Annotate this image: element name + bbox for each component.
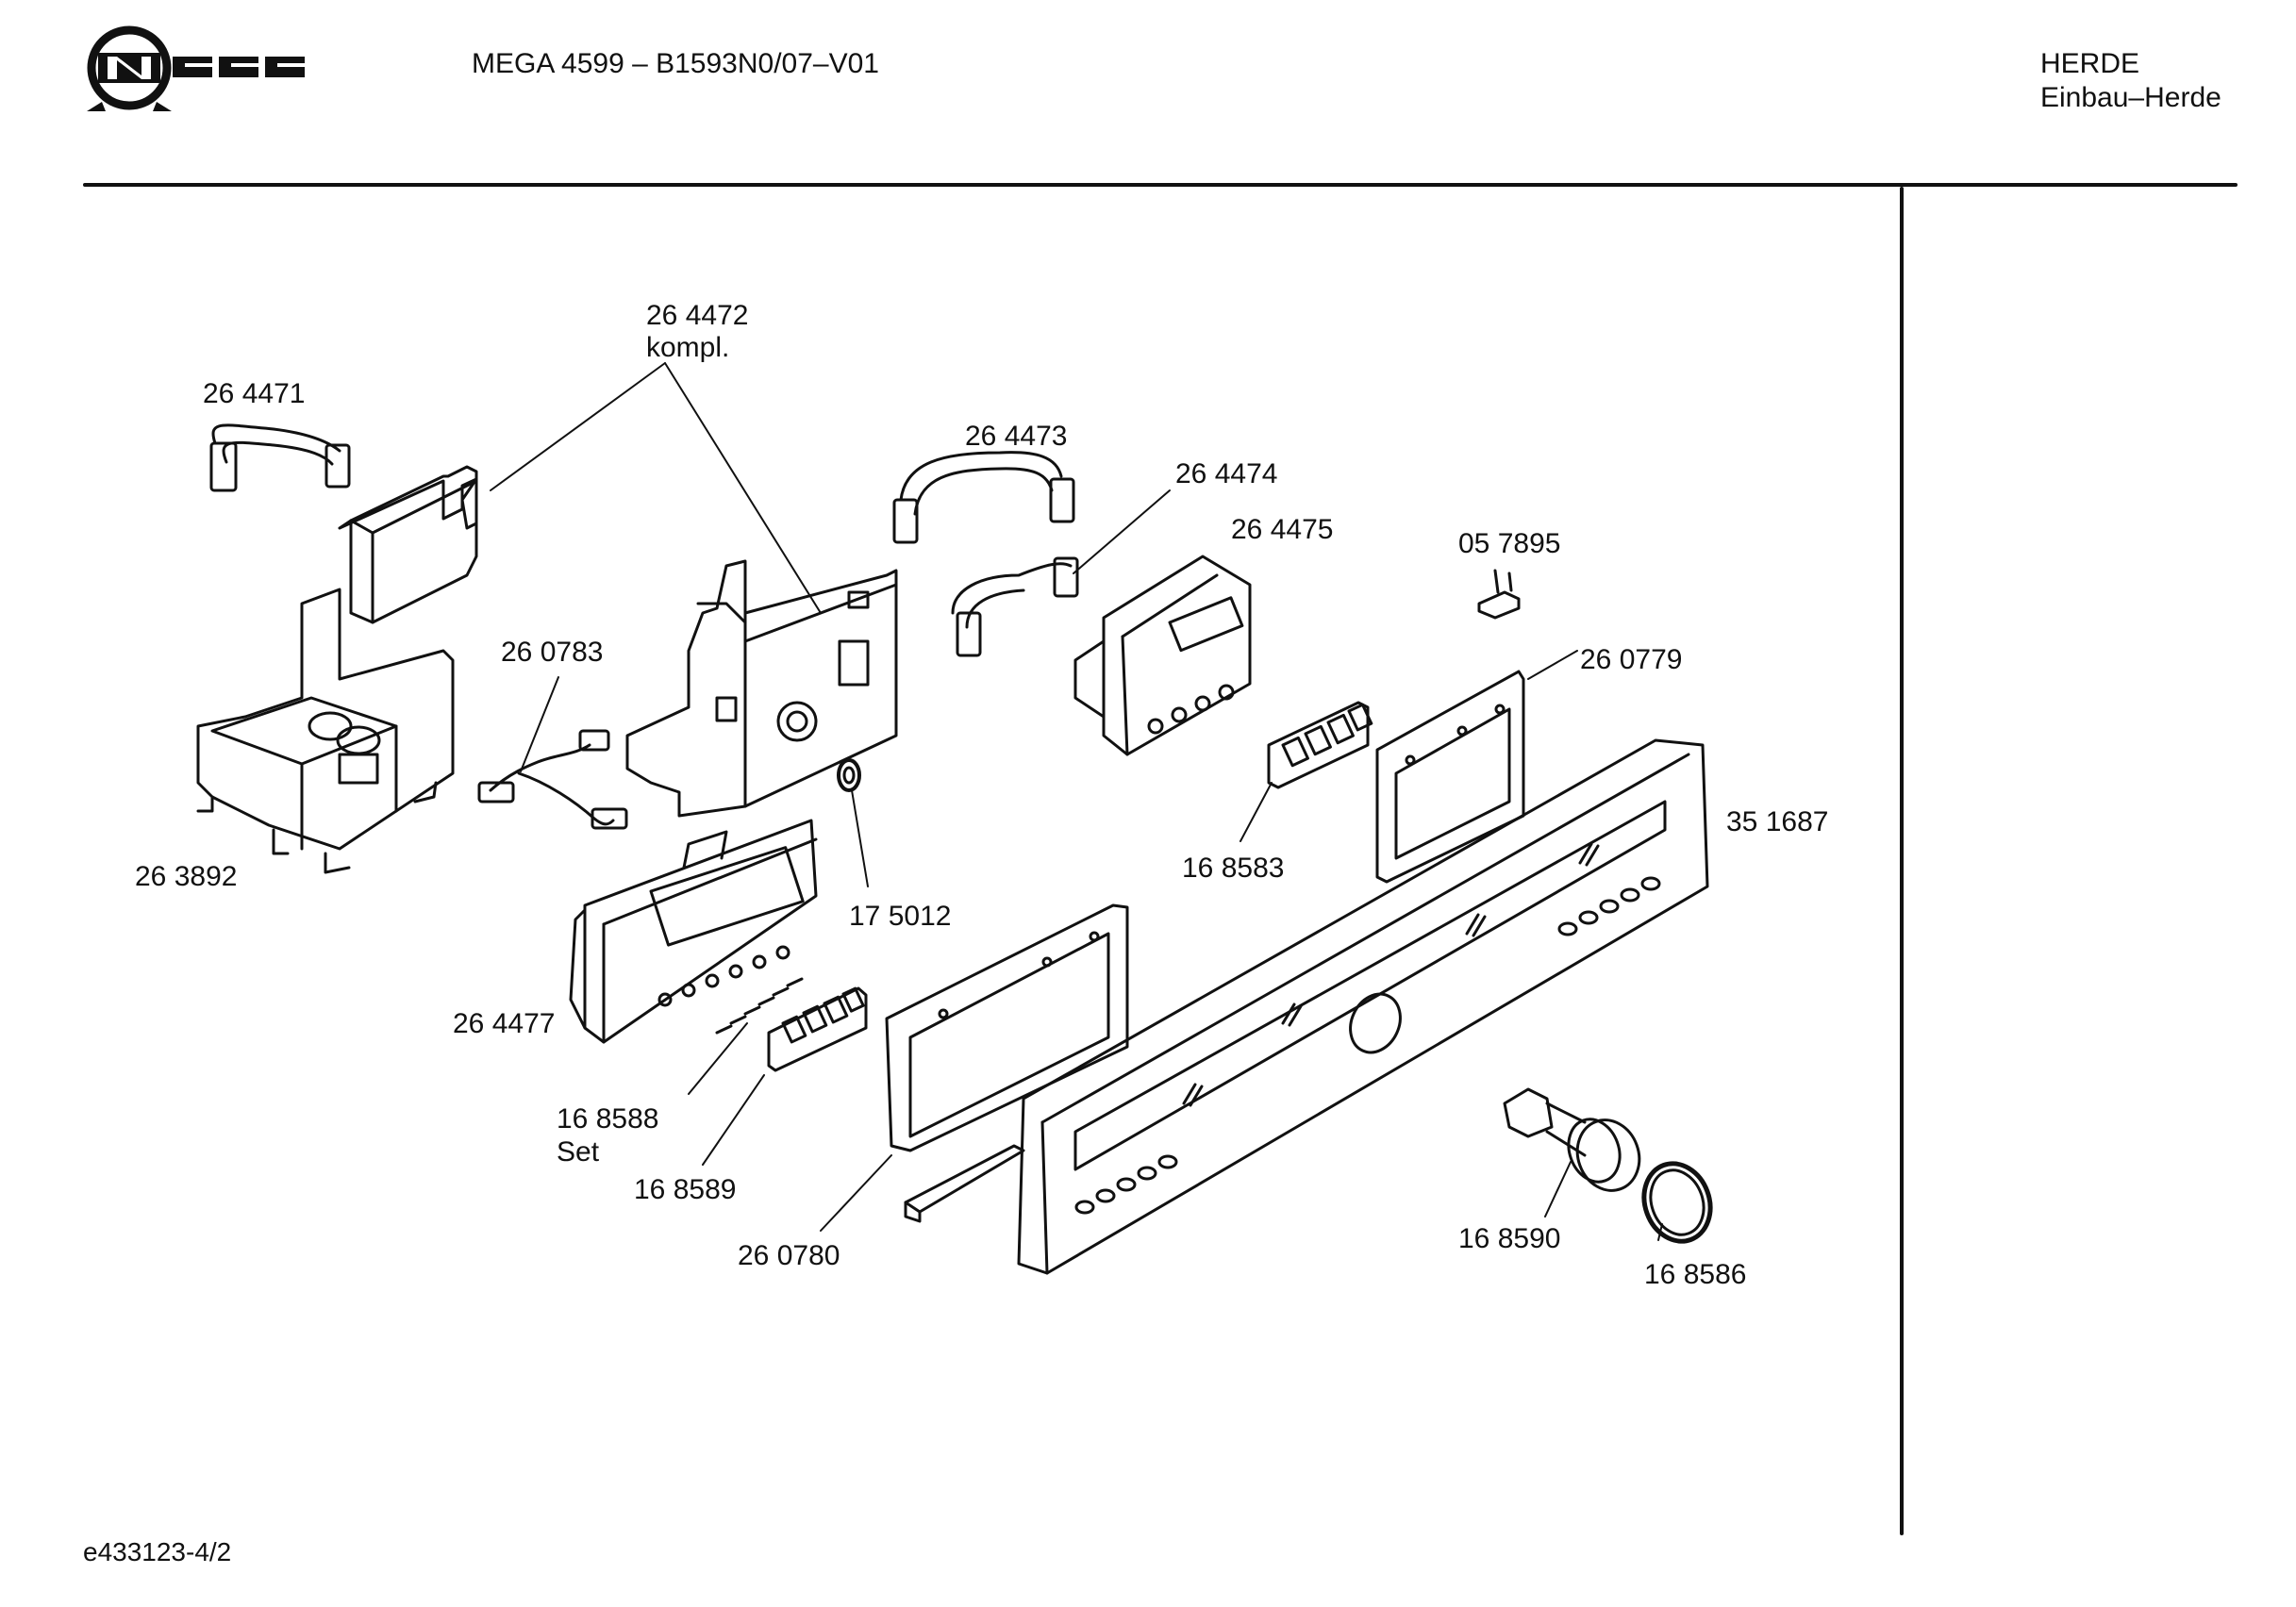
frame-260780	[885, 903, 1129, 1223]
part-label-168589: 16 8589	[634, 1174, 737, 1205]
key-strip-168583	[1267, 701, 1373, 789]
panel-buttons-right	[1557, 876, 1661, 936]
ribbon-cable-264471	[209, 423, 351, 492]
knob-168590	[1503, 1087, 1641, 1192]
knob-disk-175012	[837, 758, 861, 792]
ring-168586	[1641, 1161, 1713, 1244]
part-label-264471: 26 4471	[203, 378, 306, 409]
panel-buttons-left	[1074, 1154, 1178, 1215]
neff-logo	[87, 25, 305, 111]
part-label-168588: 16 8588	[557, 1103, 659, 1135]
pins-168588	[715, 977, 804, 1035]
leader-lines	[490, 362, 1663, 1241]
model-title: MEGA 4599 – B1593N0/07–V01	[472, 48, 879, 79]
part-label-264474: 26 4474	[1175, 458, 1278, 489]
part-label-168590: 16 8590	[1458, 1223, 1561, 1254]
part-label-168586: 16 8586	[1644, 1259, 1747, 1290]
ribbon-cable-264473	[892, 451, 1075, 544]
cable-260783	[477, 729, 628, 830]
part-label-260779: 26 0779	[1580, 644, 1683, 675]
front-panel-351687	[1017, 738, 1709, 1275]
control-module-264472	[625, 559, 898, 818]
part-label-175012: 17 5012	[849, 901, 952, 932]
part-label-264472: 26 4472	[646, 300, 749, 331]
part-label-260783: 26 0783	[501, 637, 604, 668]
subcategory-label: Einbau–Herde	[2040, 82, 2221, 113]
part-label-057895: 05 7895	[1458, 528, 1561, 559]
control-board	[338, 465, 478, 624]
key-strip-168589	[767, 986, 868, 1072]
part-label-260780: 26 0780	[738, 1240, 840, 1271]
category-label: HERDE	[2040, 48, 2140, 79]
part-label-168583: 16 8583	[1182, 853, 1285, 884]
part-label-263892: 26 3892	[135, 861, 238, 892]
display-module-264477	[569, 819, 818, 1044]
part-note-264472: kompl.	[646, 332, 730, 363]
clock-module-264475	[1073, 555, 1252, 756]
part-label-264477: 26 4477	[453, 1008, 556, 1039]
switch-057895	[1477, 569, 1521, 620]
frame-260779	[1375, 670, 1525, 884]
part-label-264473: 26 4473	[965, 421, 1068, 452]
document-id: e433123-4/2	[83, 1537, 232, 1566]
part-label-264475: 26 4475	[1231, 514, 1334, 545]
ribbon-cable-264474	[951, 556, 1079, 657]
part-label-351687: 35 1687	[1726, 806, 1829, 837]
relay-block-263892	[196, 588, 455, 874]
part-note-168588: Set	[557, 1136, 600, 1168]
